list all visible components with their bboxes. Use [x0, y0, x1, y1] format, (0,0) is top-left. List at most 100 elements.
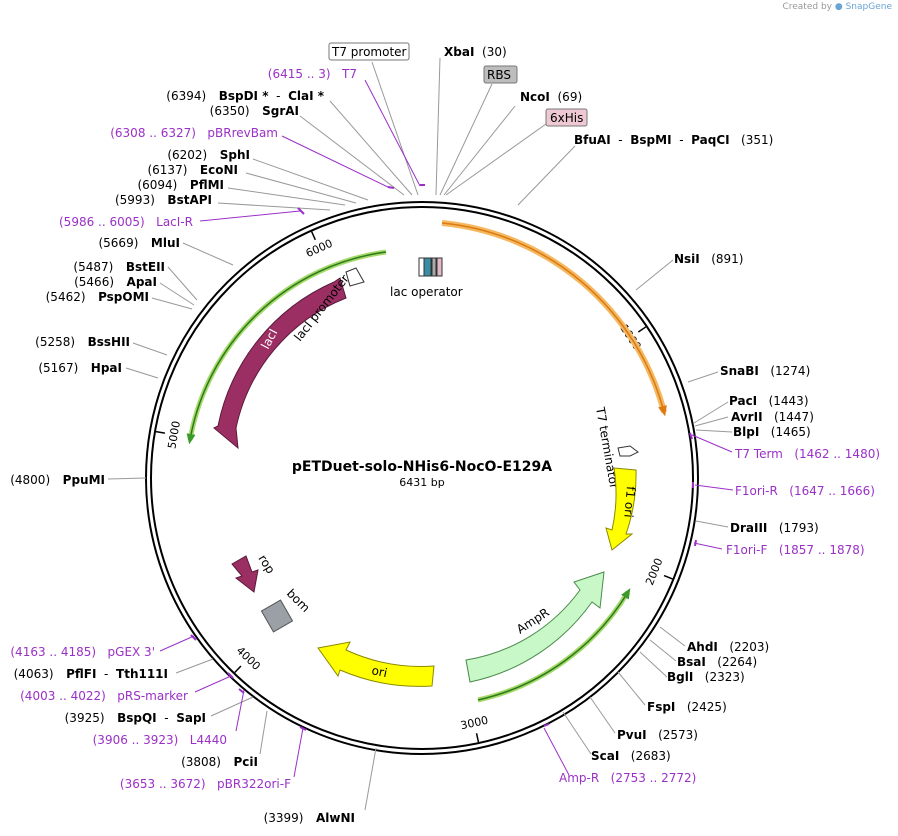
- site-label-ncoi[interactable]: NcoI (69): [520, 90, 582, 104]
- site-label-xbai[interactable]: XbaI (30): [444, 45, 507, 59]
- site-label-bspdi[interactable]: (6394) BspDI * - ClaI *: [166, 89, 324, 103]
- snapgene-credit: Created by ● SnapGene: [782, 2, 892, 12]
- tick-label: 6000: [304, 237, 335, 260]
- rop-feature[interactable]: [231, 555, 259, 593]
- site-label-bsai[interactable]: BsaI (2264): [677, 655, 757, 669]
- label-part: pBR322ori-F: [206, 777, 291, 791]
- rbs-box[interactable]: [431, 257, 437, 277]
- site-label-sgrai[interactable]: (6350) SgrAI: [210, 104, 299, 118]
- label-part: AvrII: [731, 410, 763, 424]
- site-label-avrii[interactable]: AvrII (1447): [731, 410, 814, 424]
- label-part: AhdI: [687, 640, 718, 654]
- site-label-f1ori-r[interactable]: F1ori-R (1647 .. 1666): [735, 484, 875, 498]
- t7-terminator-feature[interactable]: [617, 445, 639, 457]
- tick-label: 2000: [643, 556, 666, 587]
- site-label-ppumi[interactable]: (4800) PpuMI: [10, 473, 105, 487]
- site-label-econi[interactable]: (6137) EcoNI: [147, 163, 238, 177]
- site-label-pspomi[interactable]: (5462) PspOMI: [46, 290, 149, 304]
- site-label-t7-term[interactable]: T7 Term (1462 .. 1480): [734, 447, 880, 461]
- site-label-bspqi[interactable]: (3925) BspQI - SapI: [65, 711, 206, 725]
- label-part: NsiI: [674, 252, 700, 266]
- label-part: (1447): [763, 410, 814, 424]
- site-label-l4440[interactable]: (3906 .. 3923) L4440: [93, 733, 227, 747]
- label-part: pRS-marker: [106, 689, 188, 703]
- ampr-feature[interactable]: [465, 571, 605, 683]
- site-label-bsteii[interactable]: (5487) BstEII: [73, 260, 165, 274]
- laci-orf-arrow: [186, 251, 387, 445]
- label-part: (2573): [647, 728, 698, 742]
- ori-feature[interactable]: [317, 641, 435, 687]
- label-part: (3653 .. 3672): [120, 777, 206, 791]
- label-part: MluI: [138, 236, 180, 250]
- label-part: (5462): [46, 290, 86, 304]
- credit-brand: SnapGene: [845, 2, 892, 12]
- site-label-pflfi[interactable]: (4063) PflFI - Tth111I: [14, 667, 168, 681]
- label-part: (4163 .. 4185): [10, 645, 96, 659]
- label-part: (2264): [706, 655, 757, 669]
- label-part: PciI: [221, 755, 258, 769]
- snapgene-logo: ● SnapGene: [834, 2, 892, 12]
- label-part: BspDI *: [206, 89, 269, 103]
- tick-mark: [637, 326, 647, 333]
- label-part: PflMI: [177, 178, 224, 192]
- site-label-amp-r[interactable]: Amp-R (2753 .. 2772): [559, 771, 696, 785]
- site-label-bstapi[interactable]: (5993) BstAPI: [115, 193, 212, 207]
- label-part: XbaI: [444, 45, 474, 59]
- site-label-snabi[interactable]: SnaBI (1274): [720, 364, 810, 378]
- label-part: (6350): [210, 104, 250, 118]
- site-label-pbr322ori-f[interactable]: (3653 .. 3672) pBR322ori-F: [120, 777, 291, 791]
- lac-operator-label: lac operator: [390, 285, 463, 299]
- his6-tag: [545, 108, 588, 127]
- label-part: FspI: [647, 700, 675, 714]
- site-label-f1ori-f[interactable]: F1ori-F (1857 .. 1878): [726, 543, 865, 557]
- site-label-pcii[interactable]: (3808) PciI: [181, 755, 258, 769]
- label-part: (6415 .. 3): [268, 67, 331, 81]
- label-part: (69): [550, 90, 582, 104]
- site-label-prs-marker[interactable]: (4003 .. 4022) pRS-marker: [20, 689, 188, 703]
- label-part: -: [96, 667, 116, 681]
- label-part: pGEX 3': [96, 645, 155, 659]
- site-label-mlui[interactable]: (5669) MluI: [98, 236, 180, 250]
- site-label-hpai[interactable]: (5167) HpaI: [38, 361, 122, 375]
- lac-operator-box[interactable]: [423, 257, 432, 277]
- label-part: AlwNI: [303, 811, 355, 825]
- site-label-sphi[interactable]: (6202) SphI: [167, 148, 250, 162]
- label-part: BssHII: [75, 335, 130, 349]
- site-label-pgex3[interactable]: (4163 .. 4185) pGEX 3': [10, 645, 155, 659]
- site-label-apai[interactable]: (5466) ApaI: [74, 275, 157, 289]
- ampr-orf-arrow: [477, 588, 631, 701]
- credit-prefix: Created by: [782, 2, 832, 12]
- his6-box[interactable]: [436, 257, 443, 277]
- label-part: PflFI: [54, 667, 97, 681]
- site-label-bgli[interactable]: BglI (2323): [667, 670, 745, 684]
- site-label-nsii[interactable]: NsiI (891): [674, 252, 743, 266]
- label-part: LacI-R: [145, 215, 193, 229]
- label-part: (30): [474, 45, 506, 59]
- label-part: PaqCI: [691, 133, 729, 147]
- leader-lines: [107, 57, 734, 811]
- site-label-paci[interactable]: PacI (1443): [729, 394, 809, 408]
- site-label-ahdi[interactable]: AhdI (2203): [687, 640, 769, 654]
- t7-promoter-tag-text: T7 promoter: [331, 45, 407, 59]
- laci-feature[interactable]: [213, 277, 347, 450]
- bom-feature[interactable]: [260, 599, 294, 633]
- site-label-laci-r[interactable]: (5986 .. 6005) LacI-R: [59, 215, 193, 229]
- site-label-bfuai[interactable]: BfuAI - BspMI - PaqCI (351): [574, 133, 773, 147]
- label-part: BspQI: [105, 711, 157, 725]
- site-label-pvui[interactable]: PvuI (2573): [617, 728, 698, 742]
- site-label-scai[interactable]: ScaI (2683): [591, 749, 671, 763]
- site-label-pflmi[interactable]: (6094) PflMI: [137, 178, 224, 192]
- t7-promoter-box[interactable]: [418, 257, 425, 277]
- f1-ori-feature[interactable]: [605, 467, 637, 551]
- site-label-alwni[interactable]: (3399) AlwNI: [264, 811, 355, 825]
- his6-noco-cds-arc: [441, 220, 667, 413]
- label-part: (1462 .. 1480): [783, 447, 880, 461]
- site-label-draiii[interactable]: DraIII (1793): [730, 521, 819, 535]
- laci-promoter-feature[interactable]: [345, 267, 365, 287]
- site-label-pbrrevbam[interactable]: (6308 .. 6327) pBRrevBam: [110, 126, 278, 140]
- tick-label: 5000: [165, 420, 183, 450]
- site-label-bsshii[interactable]: (5258) BssHII: [35, 335, 130, 349]
- site-label-blpi[interactable]: BlpI (1465): [733, 425, 811, 439]
- site-label-fspi[interactable]: FspI (2425): [647, 700, 727, 714]
- site-label-t7[interactable]: (6415 .. 3) T7: [268, 67, 357, 81]
